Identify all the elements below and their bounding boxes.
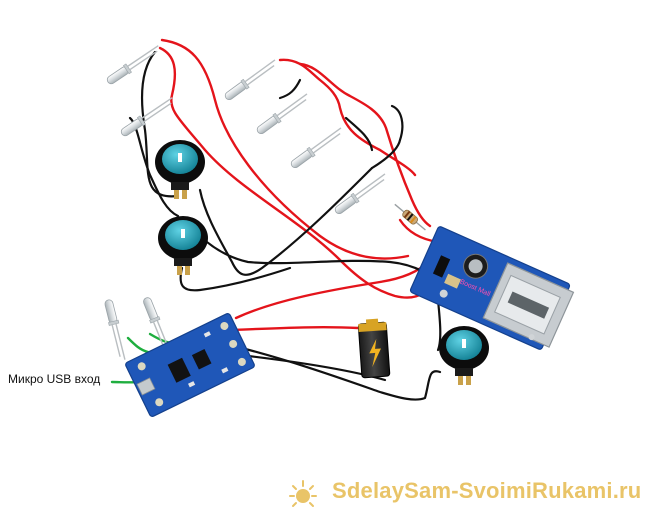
- rocker-switch-icon: [158, 216, 208, 275]
- usb-input-label: Микро USB вход: [8, 372, 101, 386]
- led-icon: [104, 42, 163, 87]
- led-icon: [118, 94, 177, 139]
- battery-icon: [357, 318, 391, 379]
- rocker-switch-icon: [439, 326, 489, 385]
- led-icon: [288, 124, 346, 171]
- sun-logo-icon: [289, 480, 317, 507]
- led-icon: [102, 298, 129, 363]
- led-icon: [222, 56, 280, 103]
- led-icon: [254, 90, 312, 137]
- rocker-switch-icon: [155, 140, 205, 199]
- watermark-text: SdelaySam-SvoimiRukami.ru: [332, 478, 642, 503]
- boost-usb-module: Boost Mall: [409, 226, 575, 350]
- wires-red: [158, 38, 440, 332]
- resistor-icon: [394, 203, 426, 231]
- charger-module: [125, 313, 255, 417]
